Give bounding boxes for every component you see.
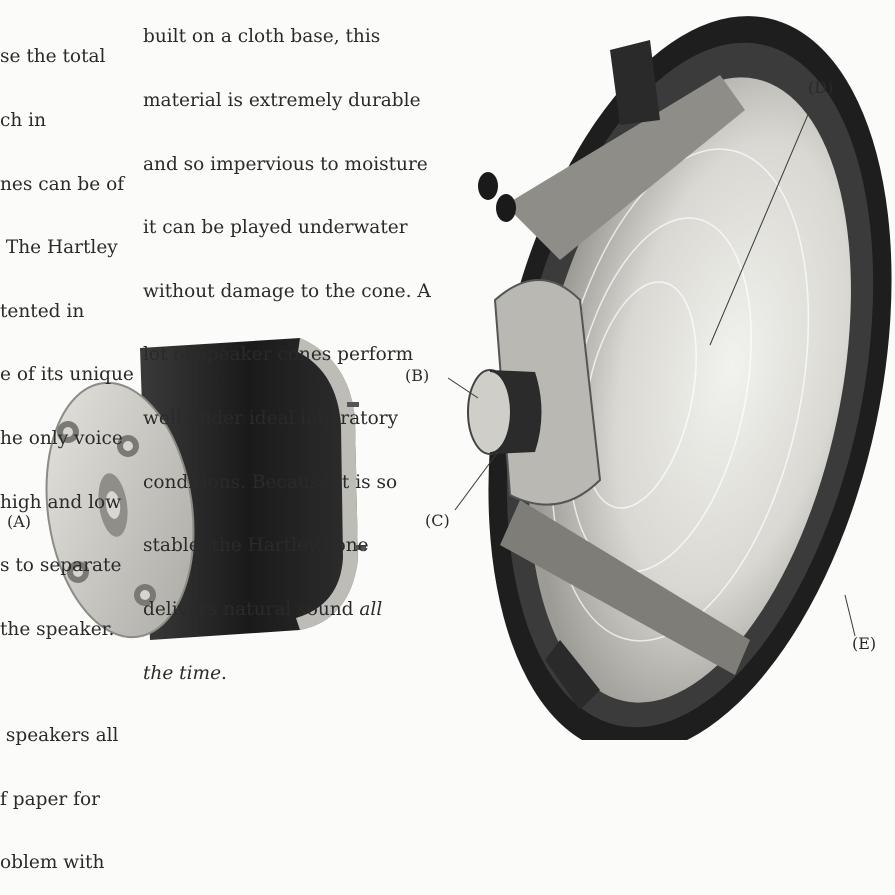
label-b: (B) [405,366,430,385]
label-a: (A) [7,512,32,531]
text-line: and so impervious to moisture [143,153,428,175]
text-line: oblem with [0,852,105,874]
text-line: the time. [143,663,431,684]
text-line: s to separate [0,555,122,577]
right-text-column: built on a cloth base, this material is … [143,0,431,705]
text-line: he only voice [0,428,123,450]
text-line: without damage to the cone. A [143,280,431,302]
text-line: se the total [0,46,106,68]
leader-line-e [844,594,856,637]
text-line: stable, the Hartley cone [143,535,369,557]
speaker-photograph [45,16,892,740]
text-line: high and low [0,491,122,513]
text-run: . [221,662,227,684]
text-line: built on a cloth base, this [143,26,381,48]
text-line: well under ideal laboratory [143,408,399,430]
text-line: ch in [0,110,46,132]
left-text-column: se the total ch in nes can be of The Har… [0,4,134,895]
label-c: (C) [425,511,450,530]
text-run: delivers natural sound [143,598,360,620]
text-line: delivers natural sound all [143,599,431,620]
text-line: lot of speaker cones perform [143,344,414,366]
text-line: The Hartley [0,237,118,259]
leader-line-b [447,377,479,399]
magnet-assembly [45,338,366,640]
label-e: (E) [852,634,877,653]
speaker-frame [467,16,892,740]
text-line: it can be played underwater [143,217,408,239]
text-line: material is extremely durable [143,90,421,112]
text-line: f paper for [0,788,100,810]
text-line: e of its unique [0,364,134,386]
text-line: tented in [0,300,85,322]
leader-line-c [454,451,499,511]
text-line: the speaker. [0,618,115,640]
leader-line-d [709,97,816,346]
label-d: (D) [808,78,834,97]
emphasis-text: the time [143,662,222,684]
emphasis-text: all [359,598,383,620]
text-line: nes can be of [0,173,125,195]
text-line: conditions. Because it is so [143,471,398,493]
text-line: speakers all [0,724,119,746]
